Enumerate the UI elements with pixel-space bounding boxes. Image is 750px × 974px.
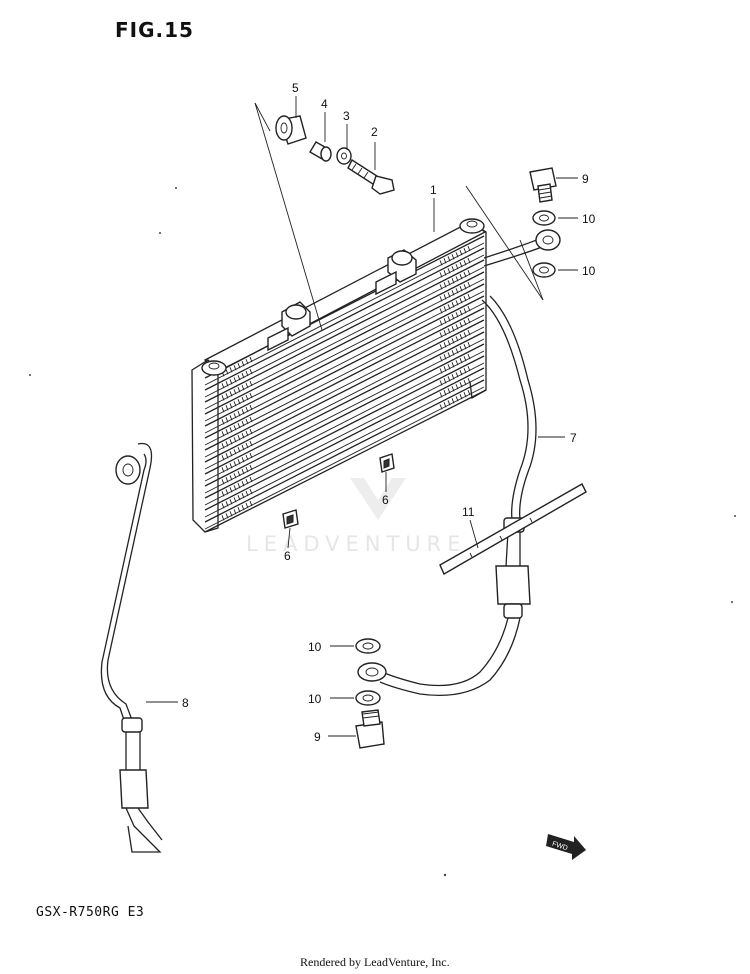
callout-6-left: 6: [284, 549, 291, 563]
callout-1: 1: [430, 183, 437, 197]
callout-7: 7: [570, 431, 577, 445]
figure-title: FIG.15: [115, 18, 194, 42]
band-part-11: [439, 483, 587, 575]
oil-cooler: [191, 218, 487, 533]
washer-part-10-b: [532, 262, 556, 278]
washer-part-10-d: [355, 690, 381, 706]
callout-3: 3: [343, 109, 350, 123]
watermark-text: LEADVENTURE: [246, 532, 467, 556]
callout-9-top: 9: [582, 172, 589, 186]
clip-part-6-right: [379, 453, 395, 473]
footer-credit: Rendered by LeadVenture, Inc.: [300, 955, 450, 969]
leadventure-logo-icon: [350, 478, 406, 520]
grommet-part-5: [275, 115, 307, 145]
washer-part-3: [336, 147, 352, 165]
fwd-arrow-icon: FWD: [546, 834, 586, 860]
callout-8: 8: [182, 696, 189, 710]
banjo-bolt-part-9-top: [529, 167, 557, 203]
callout-5: 5: [292, 81, 299, 95]
callout-10-d: 10: [308, 692, 322, 706]
callout-2: 2: [371, 125, 378, 139]
clip-part-6-left: [282, 509, 299, 529]
callout-10-a: 10: [582, 212, 596, 226]
callout-9-bottom: 9: [314, 730, 321, 744]
bolt-part-2: [347, 158, 395, 195]
callout-10-b: 10: [582, 264, 596, 278]
svg-text:FWD: FWD: [551, 841, 568, 853]
washer-part-10-a: [532, 210, 556, 226]
banjo-bolt-part-9-bottom: [355, 709, 385, 749]
callout-10-c: 10: [308, 640, 322, 654]
oil-hose-part-7: [357, 229, 561, 697]
model-code: GSX-R750RG E3: [36, 905, 145, 920]
callout-11: 11: [462, 505, 475, 519]
collar-part-4: [309, 141, 332, 162]
oil-hose-part-8: [100, 442, 163, 853]
washer-part-10-c: [355, 638, 381, 654]
callout-4: 4: [321, 97, 328, 111]
callout-6-right: 6: [382, 493, 389, 507]
